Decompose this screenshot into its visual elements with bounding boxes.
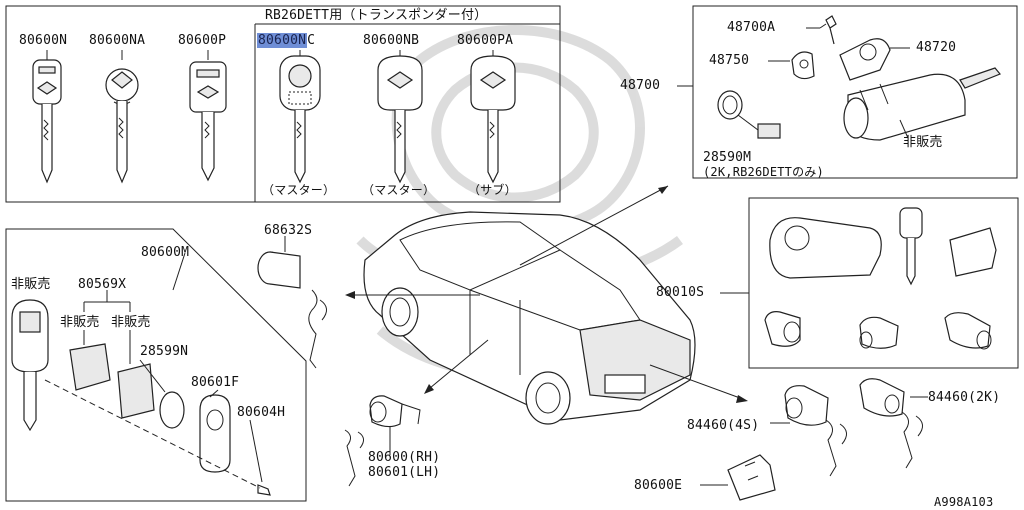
transponder-header: RB26DETT用（トランスポンダー付） (265, 8, 488, 23)
not-for-sale-ignition: 非販売 (903, 135, 943, 150)
label-48750: 48750 (709, 53, 750, 68)
key-80600NB-drawing (377, 50, 423, 184)
set-ignition-drawing (769, 217, 882, 279)
label-80601LH: 80601(LH) (368, 465, 441, 480)
caption-sub: （サブ） (468, 183, 517, 197)
screw-48700A-drawing (819, 15, 837, 45)
car-body-drawing (363, 211, 696, 425)
remote-key-drawing (11, 299, 49, 432)
label-28590M: 28590M (703, 150, 752, 165)
remote-case-drawing (69, 343, 155, 419)
label-80601F: 80601F (191, 375, 240, 390)
bracket-80600E-drawing (727, 454, 776, 501)
set-key-drawing (899, 207, 923, 286)
set-bracket-drawing (949, 227, 997, 277)
key-80600NC-drawing (279, 50, 321, 184)
caption-master-2: （マスター） (362, 183, 436, 197)
battery-drawing (159, 391, 185, 429)
label-80010S: 80010S (656, 285, 705, 300)
label-80600P: 80600P (178, 33, 227, 48)
not-for-sale-case-b: 非販売 (111, 315, 151, 330)
note-28590M: (2K,RB26DETTのみ) (703, 165, 824, 179)
antenna-28590M-drawing (717, 90, 781, 139)
label-80600NC-suffix: C (307, 33, 316, 48)
set-panel-frame (748, 197, 1019, 369)
screw-80604H-drawing (257, 484, 271, 496)
label-28599N: 28599N (140, 344, 189, 359)
arrows-drawing (345, 185, 748, 403)
label-80604H: 80604H (237, 405, 286, 420)
ignition-lock-drawing (839, 38, 1001, 141)
label-48700: 48700 (620, 78, 661, 93)
label-48700A: 48700A (727, 20, 776, 35)
ignition-panel-frame (692, 5, 1018, 179)
key-80600NA-drawing (105, 50, 139, 184)
label-84460-4s: 84460(4S) (687, 418, 760, 433)
set-cylinders-drawing (764, 311, 992, 350)
caption-master-1: （マスター） (262, 183, 336, 197)
label-48720: 48720 (916, 40, 957, 55)
diagram-id: A998A103 (934, 495, 994, 509)
door-cylinder-68632S-drawing (257, 251, 327, 369)
label-80600NA: 80600NA (89, 33, 146, 48)
label-80600RH: 80600(RH) (368, 450, 441, 465)
key-80600N-drawing (32, 50, 62, 184)
label-80600PA: 80600PA (457, 33, 514, 48)
label-80600E: 80600E (634, 478, 683, 493)
label-80600N: 80600N (19, 33, 68, 48)
key-80600PA-drawing (470, 50, 516, 184)
trunk-cylinder-4s-drawing (784, 385, 847, 477)
label-80600NB: 80600NB (363, 33, 420, 48)
label-68632S: 68632S (264, 223, 313, 238)
key-80600P-drawing (189, 50, 227, 182)
label-80600M: 80600M (141, 245, 190, 260)
remote-panel-frame (5, 228, 307, 502)
not-for-sale-case-a: 非販売 (60, 315, 100, 330)
trunk-cylinder-2k-drawing (859, 378, 923, 469)
label-80569X: 80569X (78, 277, 127, 292)
search-highlight: 80600N (257, 33, 308, 48)
door-cylinder-80600-drawing (344, 395, 421, 487)
switch-48750-drawing (791, 51, 815, 80)
label-84460-2k: 84460(2K) (928, 390, 1001, 405)
label-80600NC: 80600NC (257, 33, 316, 48)
key-panel-frame (5, 5, 561, 203)
remote-cover-drawing (199, 394, 231, 473)
not-for-sale-remote-key: 非販売 (11, 277, 51, 292)
